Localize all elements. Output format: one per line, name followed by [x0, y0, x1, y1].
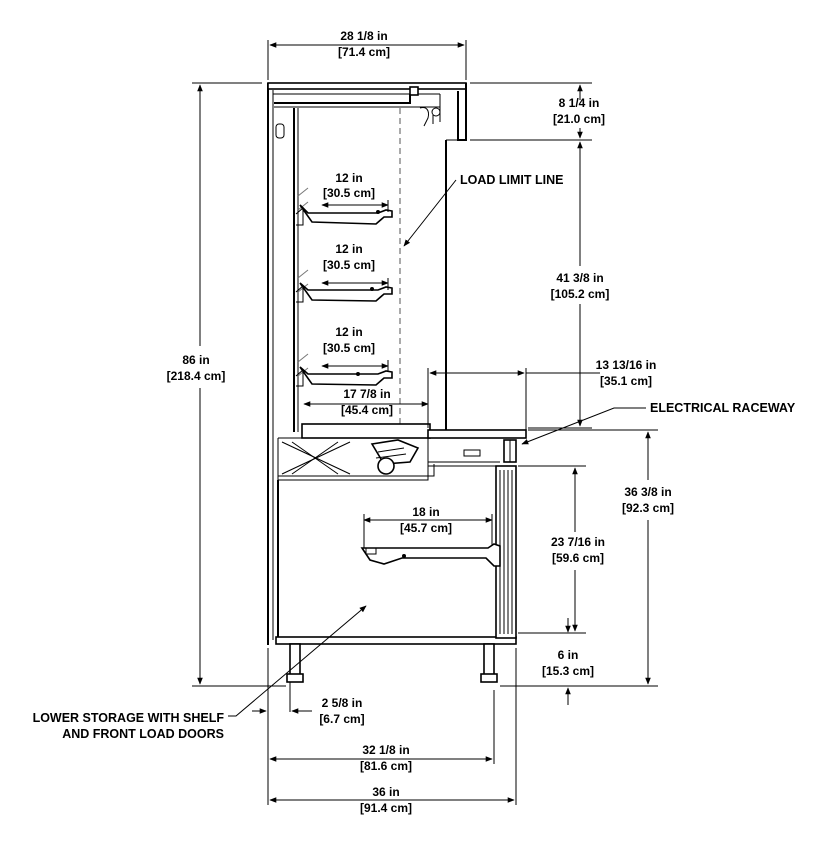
dim-overall-height-in: 86 in [182, 353, 209, 367]
dim-lower-shelf-in: 18 in [412, 505, 439, 519]
dimension-labels: 28 1/8 in [71.4 cm] 8 1/4 in [21.0 cm] 4… [167, 29, 674, 815]
dim-top-depth-cm: [71.4 cm] [338, 45, 390, 59]
dim-shelf-1-in: 12 in [335, 171, 362, 185]
case-body [267, 82, 467, 645]
dim-lower-height-in: 36 3/8 in [624, 485, 671, 499]
dim-shelf-3-cm: [30.5 cm] [323, 341, 375, 355]
dimension-lines [192, 40, 658, 805]
dim-lower-shelf-cm: [45.7 cm] [400, 521, 452, 535]
callout-leaders [228, 179, 646, 717]
dim-ledge-cm: [35.1 cm] [600, 374, 652, 388]
dim-lower-door-in: 23 7/16 in [551, 535, 605, 549]
dim-shelf-2-in: 12 in [335, 242, 362, 256]
dim-base-depth-in: 32 1/8 in [362, 743, 409, 757]
dim-overall-depth-in: 36 in [372, 785, 399, 799]
dim-deck-in: 17 7/8 in [343, 387, 390, 401]
dim-base-depth-cm: [81.6 cm] [360, 759, 412, 773]
dim-leg-height-cm: [15.3 cm] [542, 664, 594, 678]
deck-and-refrigeration-section [277, 423, 527, 481]
dim-shelf-3-in: 12 in [335, 325, 362, 339]
callout-labels: LOAD LIMIT LINE ELECTRICAL RACEWAY LOWER… [33, 173, 796, 741]
dim-top-offset-in: 8 1/4 in [559, 96, 600, 110]
dim-overall-height-cm: [218.4 cm] [167, 369, 226, 383]
dim-lower-height-cm: [92.3 cm] [622, 501, 674, 515]
dim-deck-cm: [45.4 cm] [341, 403, 393, 417]
dim-leg-height-in: 6 in [558, 648, 579, 662]
dim-shelf-1-cm: [30.5 cm] [323, 186, 375, 200]
shelf-3 [295, 353, 393, 387]
dim-shelf-2-cm: [30.5 cm] [323, 258, 375, 272]
shelf-1 [295, 187, 393, 226]
lower-storage-label-line-2: AND FRONT LOAD DOORS [62, 727, 224, 741]
lower-storage-label-line-1: LOWER STORAGE WITH SHELF [33, 711, 225, 725]
dim-lower-door-cm: [59.6 cm] [552, 551, 604, 565]
dim-ledge-in: 13 13/16 in [596, 358, 657, 372]
shelf-2 [295, 269, 393, 303]
dim-top-depth-in: 28 1/8 in [340, 29, 387, 43]
dim-upper-height-cm: [105.2 cm] [551, 287, 610, 301]
dim-leg-setback-in: 2 5/8 in [322, 696, 363, 710]
dim-upper-height-in: 41 3/8 in [556, 271, 603, 285]
dim-overall-depth-cm: [91.4 cm] [360, 801, 412, 815]
load-limit-label: LOAD LIMIT LINE [460, 173, 563, 187]
dim-leg-setback-cm: [6.7 cm] [319, 712, 364, 726]
dim-top-offset-cm: [21.0 cm] [553, 112, 605, 126]
lower-storage [275, 465, 517, 683]
electrical-raceway-label: ELECTRICAL RACEWAY [650, 401, 796, 415]
